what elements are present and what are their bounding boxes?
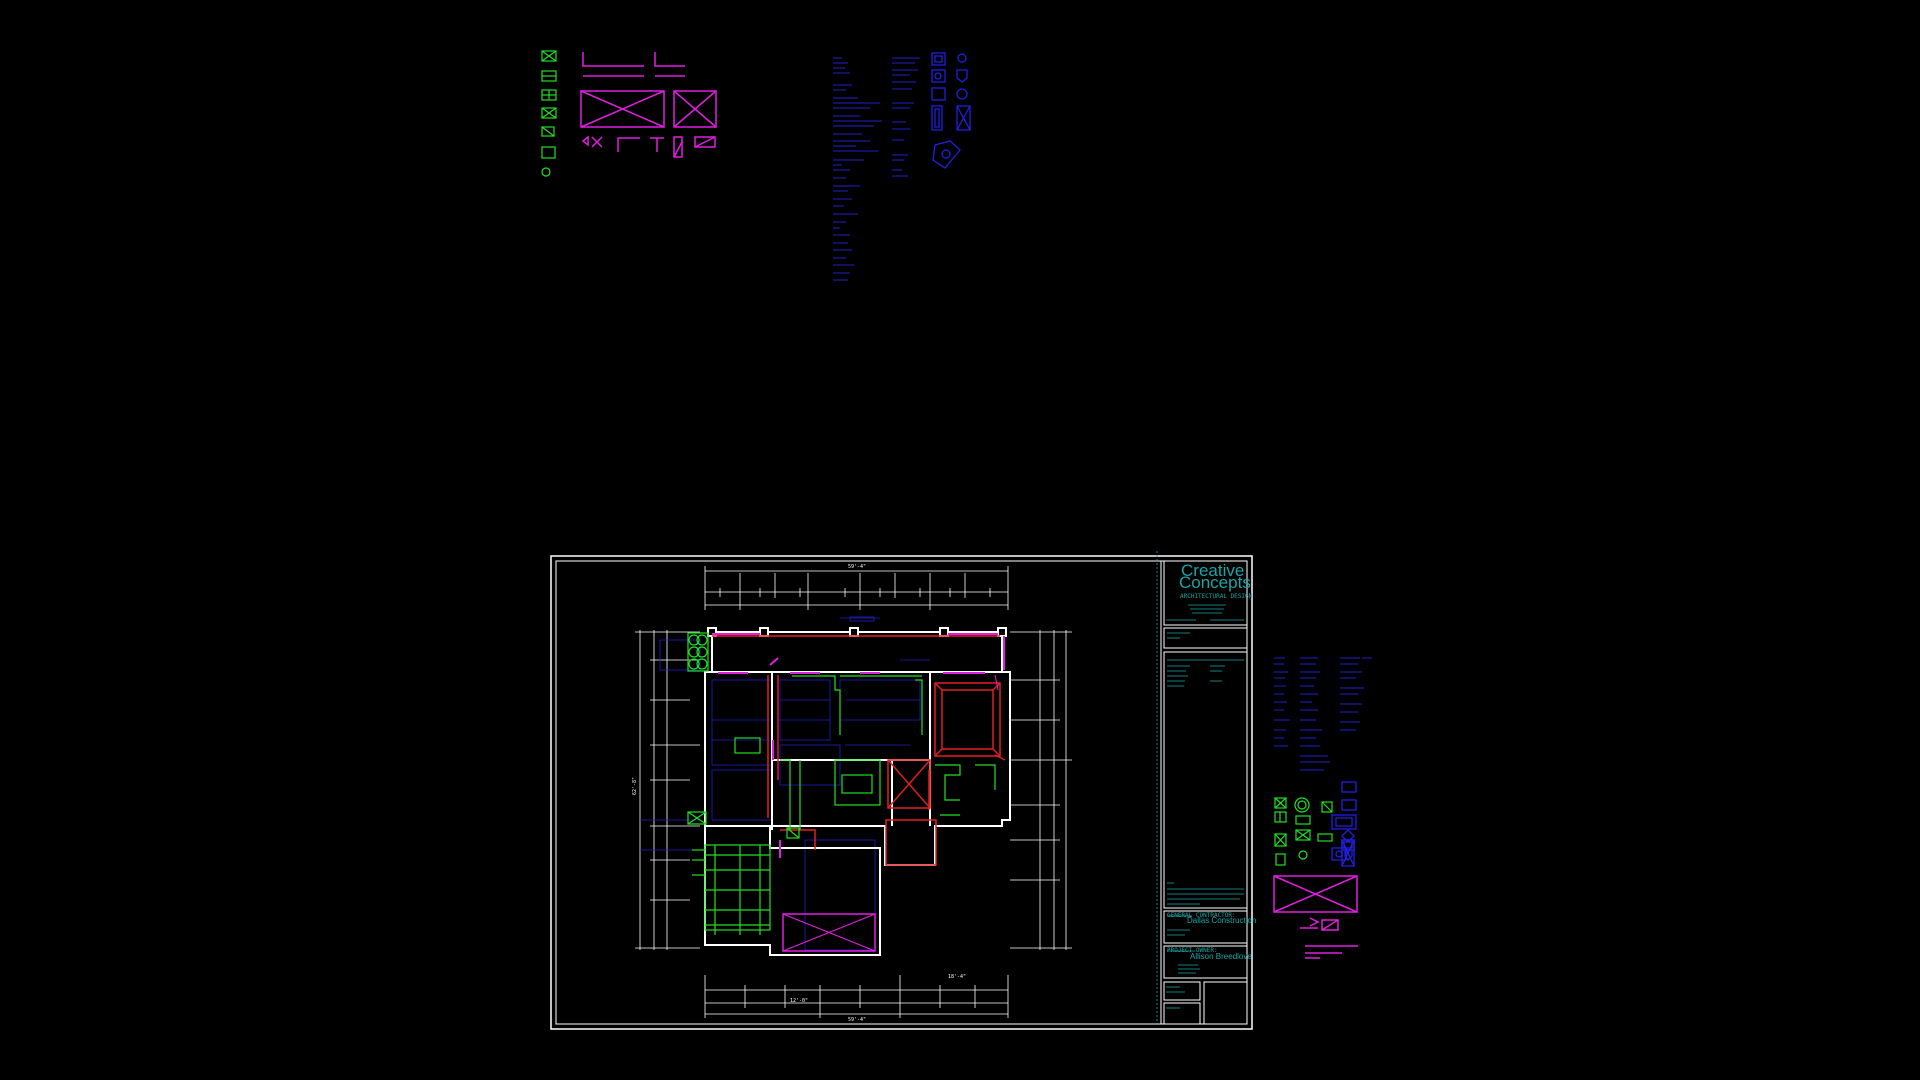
company-name-line2: Concepts: [1179, 573, 1251, 592]
contractor-label: GENERAL CONTRACTOR:: [1167, 912, 1236, 919]
red-layer: [712, 635, 1006, 866]
magenta-layer: [712, 633, 1005, 952]
owner-label: PROJECT OWNER:: [1167, 947, 1218, 954]
contractor-name: Dallas Construction: [1187, 916, 1256, 925]
overall-width-dimension: 59'-4": [848, 564, 866, 570]
title-block: [1163, 560, 1248, 1025]
top-notes-column-2: [892, 57, 920, 177]
bottom-overall-dimension: 59'-4": [848, 1017, 866, 1023]
green-layer: [687, 632, 996, 935]
sub-dimension-a: 18'-4": [948, 974, 966, 980]
overall-depth-dimension: 62'-8": [632, 777, 638, 795]
right-notes: [1274, 657, 1372, 771]
right-blue-fixture-legend: [1331, 781, 1357, 867]
dimension-lines: [635, 566, 1072, 1018]
company-name-line1: Creative: [1181, 561, 1244, 580]
owner-name: Allison Breedlove: [1190, 952, 1252, 961]
right-magenta-symbol-legend: [1273, 875, 1358, 959]
top-blue-fixture-legend: [931, 52, 971, 169]
green-symbol-legend: [541, 50, 557, 177]
sheet-border: [550, 551, 1253, 1030]
walls: [704, 627, 1011, 956]
right-green-symbol-legend: [1274, 797, 1333, 866]
magenta-symbol-legend: [580, 52, 717, 158]
top-notes-column-1: [833, 57, 882, 281]
company-tagline: ARCHITECTURAL DESIGN: [1180, 593, 1253, 600]
sub-dimension-b: 12'-0": [790, 998, 808, 1004]
title-block-detail-lines: [1166, 604, 1244, 1009]
blue-detail-layer: [640, 616, 930, 951]
